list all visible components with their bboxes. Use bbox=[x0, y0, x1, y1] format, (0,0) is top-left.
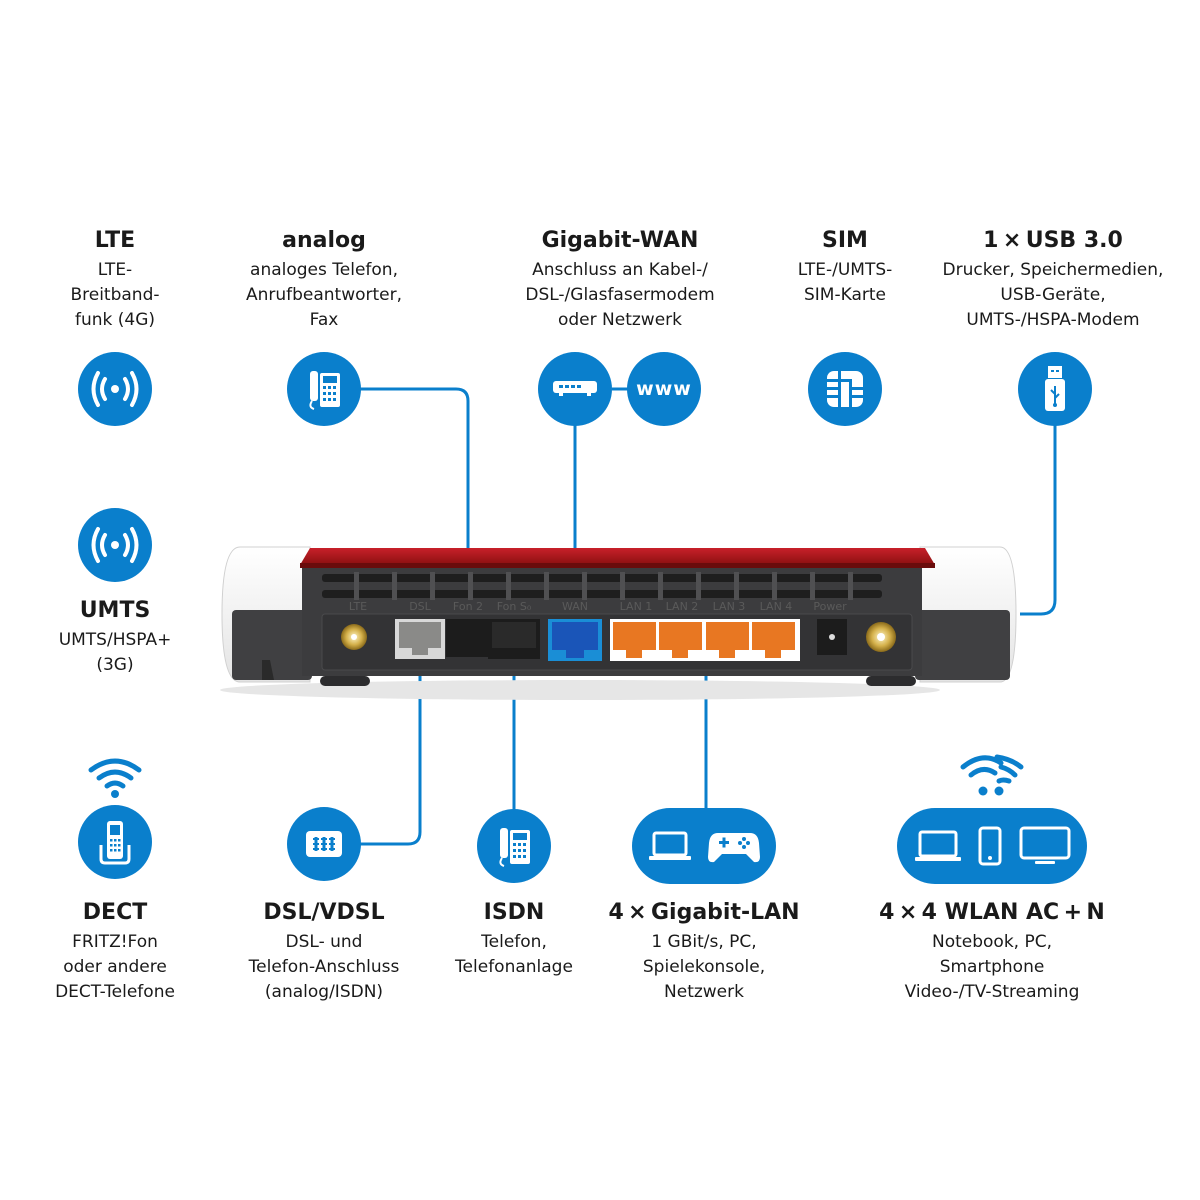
laptop-icon bbox=[914, 830, 961, 861]
tv-icon bbox=[1019, 826, 1070, 864]
port-label-lan3: LAN 3 bbox=[713, 600, 746, 613]
usb-stick-icon bbox=[1018, 352, 1092, 426]
feature-desc: LTE- Breitband- funk (4G) bbox=[70, 260, 160, 330]
feature-isdn: ISDN Telefon, Telefonanlage bbox=[455, 900, 573, 977]
feature-dect: DECT FRITZ!Fon oder andere DECT-Telefone bbox=[55, 900, 175, 1002]
line-analog bbox=[360, 387, 470, 585]
feature-gigabit-lan: 4 × Gigabit-LAN 1 GBit/s, PC, Spielekons… bbox=[608, 900, 800, 1002]
fon2-port[interactable] bbox=[446, 619, 488, 657]
cordless-phone-icon bbox=[78, 805, 152, 879]
line-dsl bbox=[360, 672, 422, 846]
wan-port[interactable] bbox=[548, 619, 602, 661]
modem-icon bbox=[538, 352, 612, 426]
smartphone-icon bbox=[978, 826, 1002, 866]
desk-phone-icon bbox=[287, 352, 361, 426]
dsl-port[interactable] bbox=[395, 619, 445, 659]
port-label-wan: WAN bbox=[562, 600, 588, 613]
feature-wlan: 4 × 4 WLAN AC + N Notebook, PC, Smartpho… bbox=[879, 900, 1105, 1002]
vent-slots bbox=[322, 574, 882, 598]
router-right-cap bbox=[915, 546, 1017, 683]
laptop-gamepad-icon bbox=[632, 808, 776, 884]
feature-sim: SIM LTE-/UMTS- SIM-Karte bbox=[797, 228, 893, 305]
port-label-lan2: LAN 2 bbox=[666, 600, 699, 613]
feature-lte: LTE LTE- Breitband- funk (4G) bbox=[70, 228, 159, 333]
desk-phone-icon bbox=[477, 809, 551, 883]
feature-dsl-vdsl: DSL/VDSL DSL- und Telefon-Anschluss (ana… bbox=[248, 900, 400, 1002]
feature-umts: UMTS UMTS/HSPA+ (3G) bbox=[58, 598, 172, 675]
feature-analog: analog analoges Telefon, Anrufbeantworte… bbox=[245, 228, 403, 330]
port-label-lte: LTE bbox=[349, 600, 367, 613]
feature-gigabit-wan: Gigabit-WAN Anschluss an Kabel-/ DSL-/Gl… bbox=[525, 228, 715, 330]
radio-signal-icon bbox=[78, 508, 152, 582]
router-left-cap bbox=[221, 546, 312, 683]
port-label-lan4: LAN 4 bbox=[760, 600, 793, 613]
feature-usb: 1 × USB 3.0 Drucker, Speichermedien, USB… bbox=[942, 228, 1164, 330]
fon-s0-port[interactable] bbox=[488, 619, 540, 659]
wifi-dual-band-icon bbox=[957, 751, 1027, 803]
dsl-splitter-icon bbox=[287, 807, 361, 881]
radio-signal-icon bbox=[78, 352, 152, 426]
port-label-lan1: LAN 1 bbox=[620, 600, 653, 613]
line-usb bbox=[1020, 420, 1057, 616]
laptop-phone-tv-icon bbox=[897, 808, 1087, 884]
port-label-fon2: Fon 2 bbox=[453, 600, 483, 613]
port-label-power: Power bbox=[813, 600, 847, 613]
laptop-icon bbox=[649, 831, 691, 860]
feature-title: LTE bbox=[94, 228, 136, 253]
lan-ports[interactable] bbox=[610, 619, 800, 661]
port-label-dsl: DSL bbox=[409, 600, 431, 613]
sim-card-icon bbox=[808, 352, 882, 426]
wifi-icon bbox=[85, 756, 145, 804]
port-label-fon-s0: Fon S₀ bbox=[497, 600, 532, 613]
power-jack[interactable] bbox=[817, 619, 847, 655]
www-icon: www bbox=[627, 352, 701, 426]
gamepad-icon bbox=[708, 833, 760, 863]
